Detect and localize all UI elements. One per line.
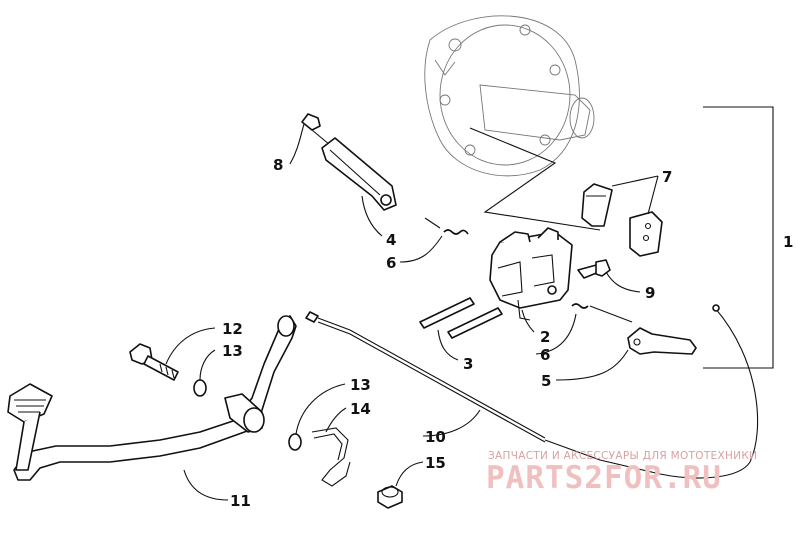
part-8-bolt	[301, 113, 331, 146]
watermark-brand: PARTS2FOR.RU	[486, 460, 722, 496]
leader-12	[165, 327, 216, 365]
leader-6a	[399, 235, 443, 263]
callout-10: 10	[425, 428, 446, 446]
leader-9	[605, 271, 641, 293]
callout-9: 9	[645, 284, 655, 302]
callout-12: 12	[222, 320, 243, 338]
watermark-tagline: ЗАПЧАСТИ И АКСЕССУАРЫ ДЛЯ МОТОТЕХНИКИ	[488, 450, 758, 462]
part-6-spring-upper	[424, 217, 469, 235]
callout-6-upper: 6	[386, 254, 396, 272]
callout-6-lower: 6	[540, 346, 550, 364]
part-12-pivot-bolt	[129, 343, 179, 381]
part-9-bolt	[577, 259, 611, 279]
assembly-leader	[469, 127, 601, 231]
part-13-washer-left	[193, 379, 207, 397]
leader-11	[183, 469, 229, 501]
callout-14: 14	[350, 400, 371, 418]
part-2-brake-caliper	[489, 227, 573, 321]
part-7-brake-pads	[581, 183, 663, 257]
leader-14	[325, 407, 347, 433]
leader-3	[437, 329, 459, 361]
part-15-bushing	[377, 485, 403, 509]
wheel-hub-ghost	[424, 15, 595, 177]
leader-10	[422, 409, 481, 437]
callout-15: 15	[425, 454, 446, 472]
part-10-brake-cable	[305, 304, 759, 479]
part-5-brake-lever	[627, 327, 697, 355]
part-4-caliper-bracket	[321, 137, 397, 211]
leader-13b	[295, 383, 346, 435]
callout-2: 2	[540, 328, 550, 346]
part-6-spring-lower	[571, 303, 633, 323]
callout-11: 11	[230, 492, 251, 510]
part-13-washer-right	[288, 433, 302, 451]
leader-5	[555, 349, 629, 381]
part-14-spring-clip	[311, 427, 351, 487]
leader-2	[521, 309, 535, 333]
callout-5: 5	[541, 372, 551, 390]
callout-1: 1	[783, 233, 793, 251]
callout-7: 7	[662, 168, 672, 186]
callout-8: 8	[273, 156, 283, 174]
callout-13-left: 13	[222, 342, 243, 360]
leader-6b	[535, 313, 577, 355]
leader-13a	[199, 349, 216, 381]
callout-13-right: 13	[350, 376, 371, 394]
leader-8	[289, 123, 305, 165]
part-3-pins	[419, 297, 503, 339]
part-11-brake-pedal	[7, 315, 297, 481]
bracket-1	[703, 106, 774, 369]
callout-3: 3	[463, 355, 473, 373]
leader-4	[361, 195, 383, 237]
leader-7a	[611, 175, 659, 187]
callout-4: 4	[386, 231, 396, 249]
leader-15	[395, 461, 424, 487]
leader-7b	[647, 175, 659, 215]
